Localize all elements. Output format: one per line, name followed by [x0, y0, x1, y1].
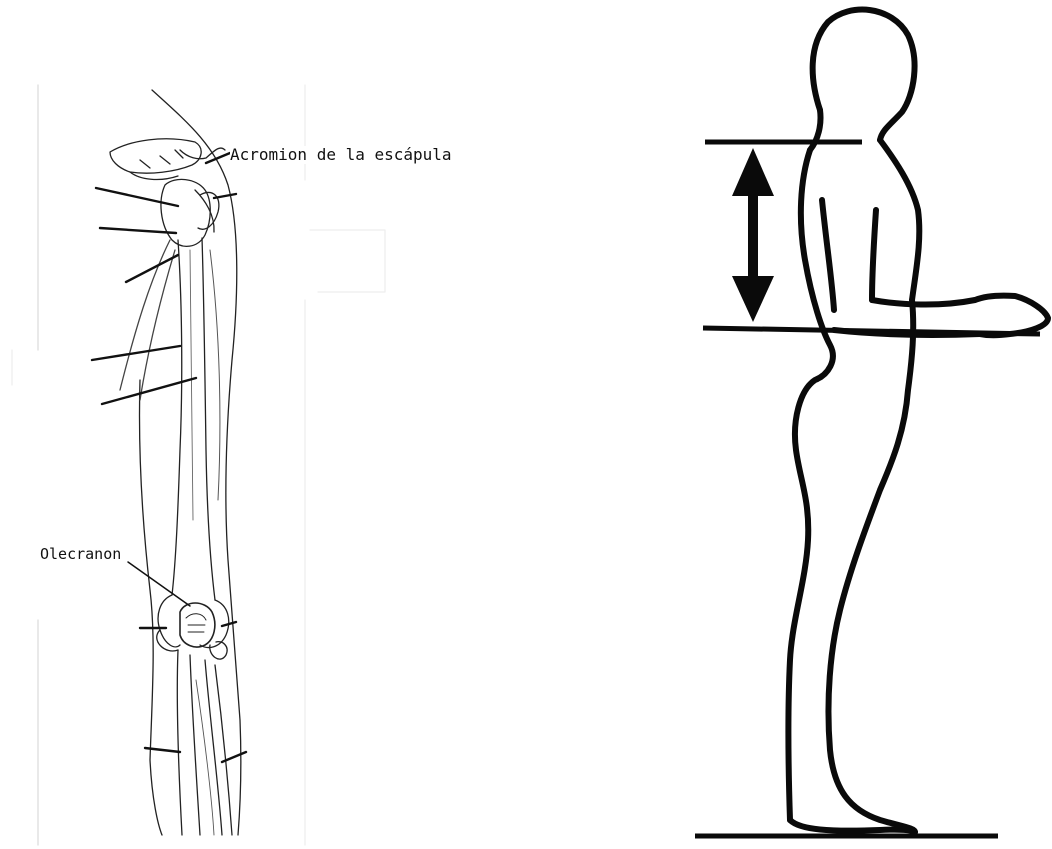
- acromion-label: Acromion de la escápula: [230, 146, 452, 164]
- olecranon-label: Olecranon: [40, 545, 121, 563]
- elbow-reference-line: [703, 328, 1040, 334]
- height-arrow: [732, 148, 774, 322]
